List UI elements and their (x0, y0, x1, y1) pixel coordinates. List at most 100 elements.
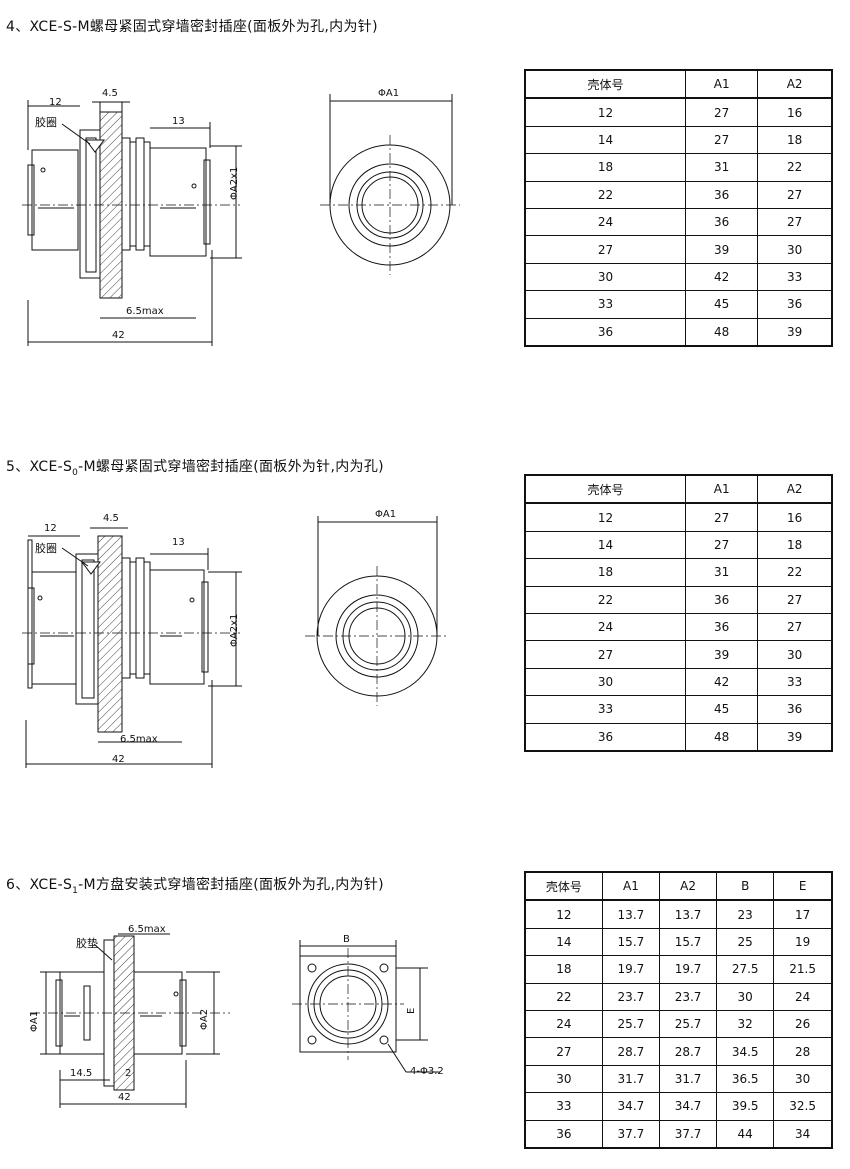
table-cell: 27 (524, 640, 687, 669)
col-header: 壳体号 (524, 69, 687, 100)
dim-a2: ΦA2x1 (229, 613, 240, 647)
table-cell: 34.7 (601, 1092, 660, 1121)
table-cell: 36 (524, 722, 687, 752)
table-cell: 28.7 (658, 1037, 718, 1066)
table-cell: 39 (757, 317, 833, 347)
table-cell: 19.7 (601, 955, 660, 984)
table-cell: 30 (757, 640, 833, 669)
table-cell: 15.7 (601, 927, 660, 957)
col-header: A2 (658, 871, 718, 902)
table-cell: 23.7 (658, 982, 718, 1011)
glue-ring-label: 胶圈 (35, 116, 57, 129)
table-cell: 37.7 (601, 1119, 660, 1149)
table-cell: 18 (524, 153, 687, 182)
table-cell: 30 (757, 235, 833, 264)
table-cell: 27 (524, 235, 687, 264)
dim-13: 13 (172, 116, 185, 127)
table-cell: 21.5 (773, 955, 833, 984)
table-cell: 30 (524, 262, 687, 292)
dim-14-5: 14.5 (70, 1068, 93, 1079)
table-cell: 31 (685, 153, 759, 182)
table-cell: 34.5 (716, 1037, 775, 1066)
table-cell: 16 (757, 97, 833, 127)
table-cell: 36 (685, 612, 759, 642)
table-cell: 37.7 (658, 1119, 718, 1149)
table-cell: 25 (716, 927, 775, 957)
table-cell: 33 (524, 290, 687, 319)
dim-6-5max: 6.5max (126, 306, 164, 317)
table-cell: 18 (524, 558, 687, 587)
table-cell: 31.7 (601, 1064, 660, 1094)
table-cell: 45 (685, 695, 759, 724)
table-cell: 36 (757, 290, 833, 319)
table-cell: 12 (524, 97, 687, 127)
table-cell: 22 (757, 153, 833, 182)
table-cell: 27 (685, 97, 759, 127)
table-cell: 33 (524, 1092, 603, 1121)
dim-12: 12 (44, 523, 57, 534)
table-cell: 24 (524, 207, 687, 237)
col-header: A1 (685, 69, 759, 100)
holes-label: 4-Φ3.2 (410, 1066, 444, 1077)
table-cell: 12 (524, 899, 603, 929)
table-cell: 36 (524, 1119, 603, 1149)
dim-4-5: 4.5 (102, 88, 118, 99)
table-cell: 24 (773, 982, 833, 1011)
dim-a2: ΦA2x1 (229, 166, 240, 200)
table-cell: 45 (685, 290, 759, 319)
table-cell: 13.7 (658, 899, 718, 929)
col-header: A1 (685, 474, 759, 505)
dim-2: 2 (125, 1068, 132, 1079)
table-cell: 31 (685, 558, 759, 587)
table-cell: 34 (773, 1119, 833, 1149)
table-cell: 30 (716, 982, 775, 1011)
table-cell: 18 (524, 955, 603, 984)
table-cell: 32.5 (773, 1092, 833, 1121)
table-cell: 27 (757, 180, 833, 209)
dim-b: B (343, 934, 350, 945)
table-cell: 34.7 (658, 1092, 718, 1121)
dim-4-5: 4.5 (103, 513, 119, 524)
dim-a2: ΦA2 (199, 1008, 210, 1030)
table-cell: 36 (757, 695, 833, 724)
table-cell: 22 (524, 982, 603, 1011)
dim-a1: ΦA1 (378, 88, 400, 99)
table-cell: 16 (757, 502, 833, 532)
table-cell: 19 (773, 927, 833, 957)
table-cell: 25.7 (601, 1009, 660, 1039)
table-cell: 36 (685, 180, 759, 209)
table-cell: 13.7 (601, 899, 660, 929)
col-header: E (773, 871, 833, 902)
table-cell: 22 (524, 180, 687, 209)
table-cell: 36.5 (716, 1064, 775, 1094)
table-cell: 27 (685, 125, 759, 155)
dim-42: 42 (112, 330, 125, 341)
table-cell: 28.7 (601, 1037, 660, 1066)
dim-42: 42 (112, 754, 125, 765)
table-cell: 32 (716, 1009, 775, 1039)
table-cell: 33 (524, 695, 687, 724)
table-cell: 19.7 (658, 955, 718, 984)
dim-a1: ΦA1 (375, 509, 397, 520)
dim-e: E (406, 1007, 417, 1014)
flange-drawing (30, 933, 440, 1108)
table-cell: 27 (685, 530, 759, 560)
